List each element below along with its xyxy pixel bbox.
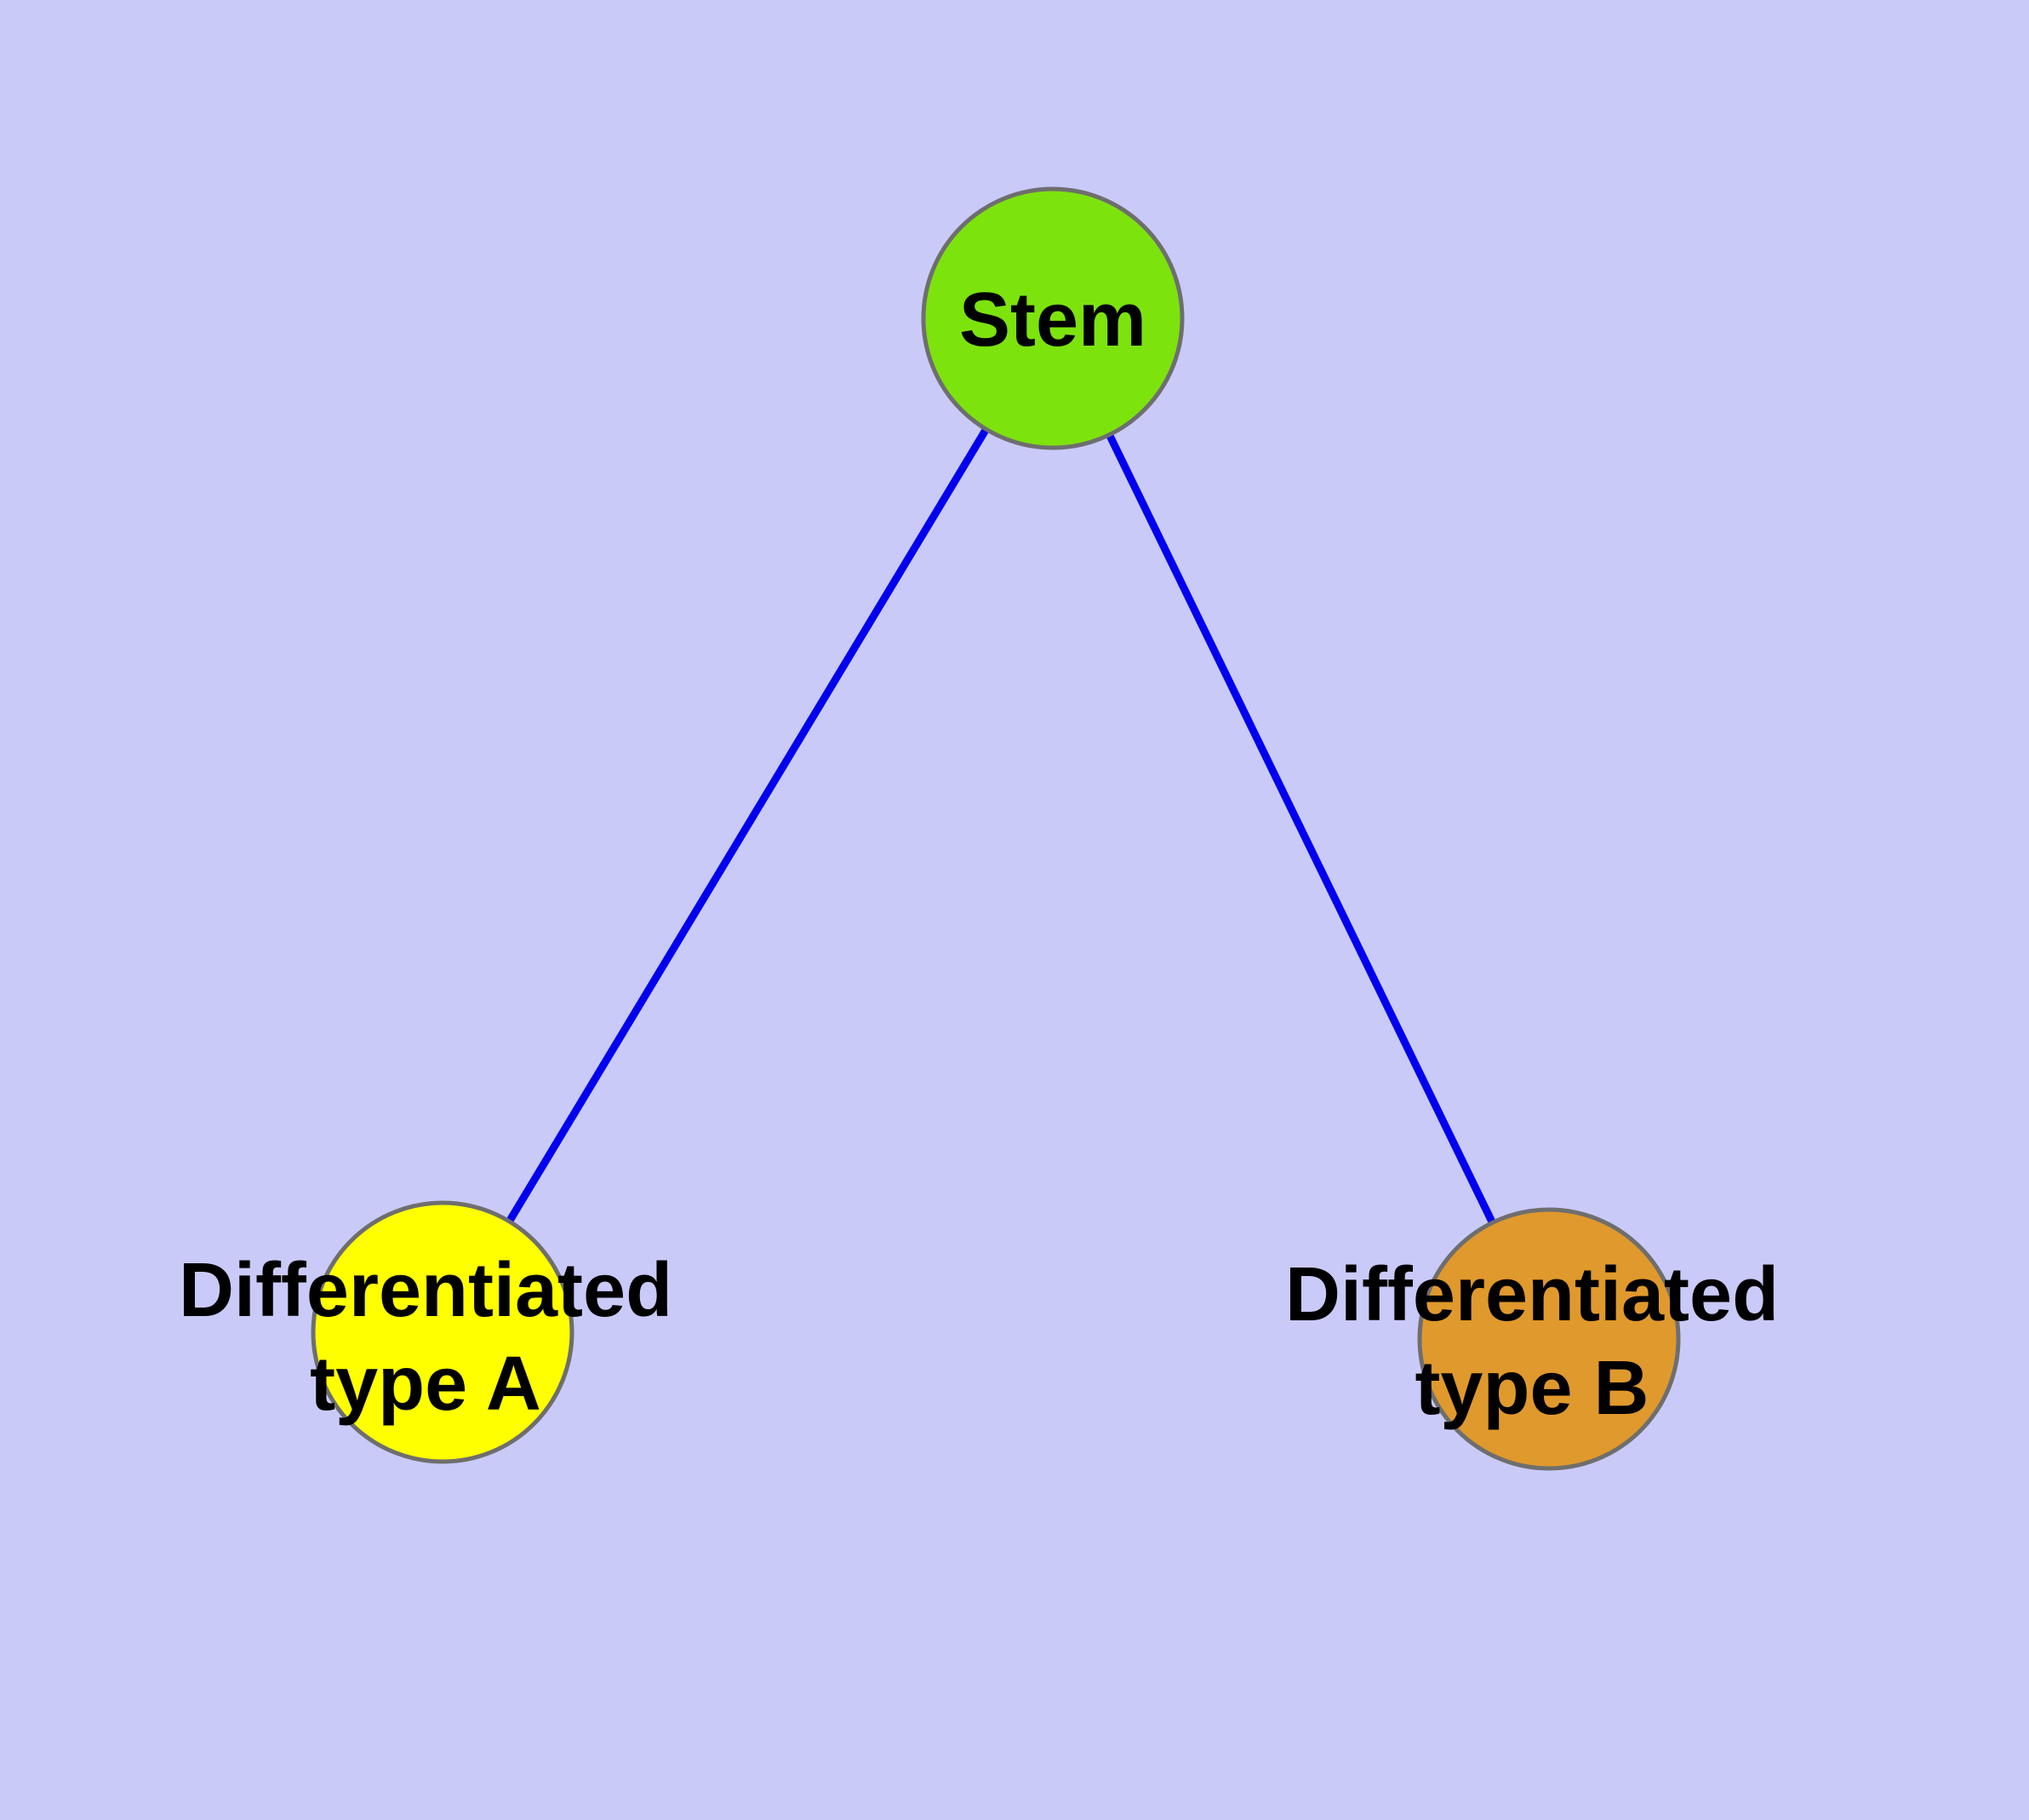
edge-stem-to-diff-a bbox=[439, 316, 1056, 1335]
node-diff-b-circle bbox=[1417, 1207, 1681, 1471]
node-diff-a-circle bbox=[311, 1200, 574, 1464]
edge-stem-to-diff-b bbox=[1049, 317, 1553, 1341]
node-stem-circle bbox=[921, 186, 1185, 450]
